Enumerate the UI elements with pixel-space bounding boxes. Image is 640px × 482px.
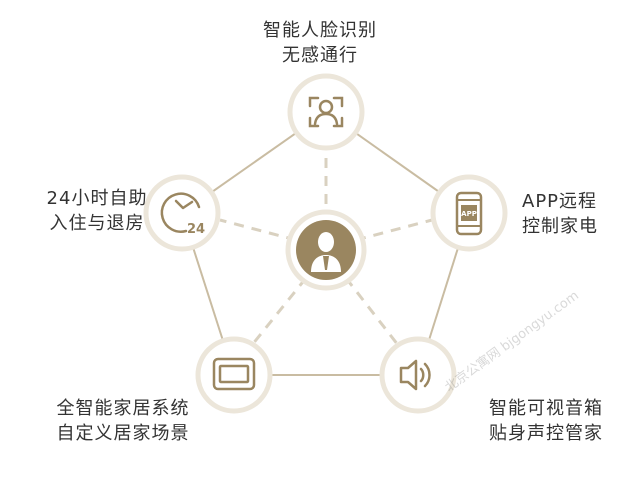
label-smart-speaker-line1: 智能可视音箱 [489, 398, 603, 419]
label-face-recognition: 智能人脸识别 无感通行 [220, 18, 420, 68]
label-face-recognition-line2: 无感通行 [282, 45, 358, 66]
spoke-left [219, 218, 297, 242]
phone-app-icon: APP [455, 191, 483, 236]
center-node [285, 209, 367, 291]
spoke-right [355, 218, 433, 242]
node-smart-home [195, 336, 273, 414]
spokes [219, 150, 433, 346]
node-smart-speaker [379, 336, 457, 414]
spoke-bottom-right [344, 277, 400, 346]
label-smart-home-line2: 自定义居家场景 [56, 423, 190, 444]
node-app-control: APP [430, 174, 508, 252]
label-face-recognition-line1: 智能人脸识别 [263, 20, 377, 41]
label-smart-speaker-line2: 贴身声控管家 [489, 423, 603, 444]
speaker-icon [399, 359, 431, 391]
label-24h-checkin-line2: 入住与退房 [49, 213, 145, 234]
spoke-bottom-left [250, 277, 308, 346]
label-smart-home-line1: 全智能家居系统 [56, 398, 190, 419]
label-smart-home: 全智能家居系统 自定义居家场景 [38, 396, 208, 446]
node-24h-checkin: 24 [143, 174, 221, 252]
svg-text:APP: APP [461, 210, 477, 218]
label-app-control-line2: 控制家电 [522, 216, 598, 237]
tablet-icon [212, 357, 256, 391]
person-icon [311, 232, 341, 272]
label-smart-speaker: 智能可视音箱 贴身声控管家 [466, 396, 626, 446]
label-app-control-line1: APP远程 [522, 191, 598, 212]
clock-24-icon: 24 [160, 192, 205, 237]
face-recognition-icon [308, 96, 344, 128]
svg-text:24: 24 [187, 222, 205, 237]
label-24h-checkin-line1: 24小时自助 [46, 188, 148, 209]
label-app-control: APP远程 控制家电 [522, 189, 632, 239]
node-face-recognition [287, 73, 365, 151]
label-24h-checkin: 24小时自助 入住与退房 [22, 186, 172, 236]
